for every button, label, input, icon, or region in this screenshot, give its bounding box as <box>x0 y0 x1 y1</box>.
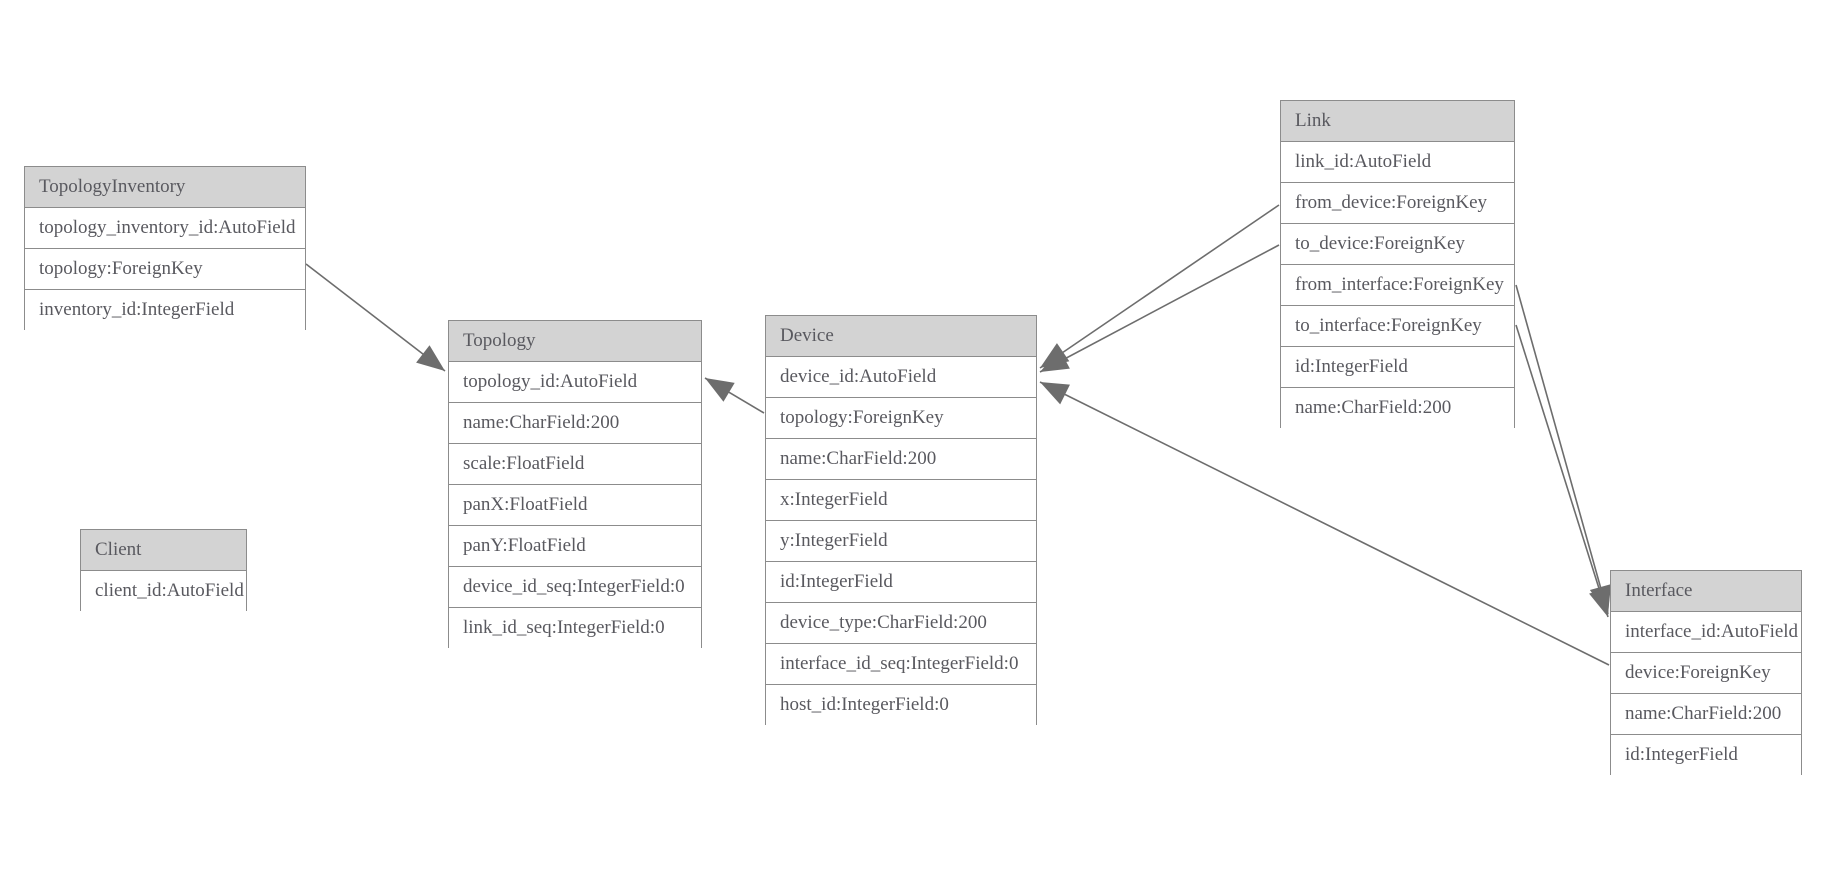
entity-field[interactable]: scale:FloatField <box>449 444 701 485</box>
relationship-arrowhead <box>1040 382 1070 405</box>
entity-field[interactable]: device_id_seq:IntegerField:0 <box>449 567 701 608</box>
relationship-arrowhead <box>1589 584 1612 614</box>
entity-field[interactable]: name:CharField:200 <box>449 403 701 444</box>
entity-field[interactable]: name:CharField:200 <box>766 439 1036 480</box>
entity-field[interactable]: topology_id:AutoField <box>449 362 701 403</box>
entity-title-device: Device <box>766 316 1036 357</box>
rel-device-topology <box>704 377 765 414</box>
relationship-arrowhead <box>1589 586 1611 617</box>
entity-field[interactable]: y:IntegerField <box>766 521 1036 562</box>
relationship-arrowhead <box>416 345 445 371</box>
relationship-line <box>704 377 765 414</box>
entity-title-topologyinventory: TopologyInventory <box>25 167 305 208</box>
entity-field[interactable]: device:ForeignKey <box>1611 653 1801 694</box>
entity-title-topology: Topology <box>449 321 701 362</box>
entity-field[interactable]: panY:FloatField <box>449 526 701 567</box>
entity-field[interactable]: id:IntegerField <box>1611 735 1801 776</box>
entity-field[interactable]: topology:ForeignKey <box>766 398 1036 439</box>
relationship-line <box>305 263 446 372</box>
entity-field[interactable]: device_type:CharField:200 <box>766 603 1036 644</box>
entity-title-link: Link <box>1281 101 1514 142</box>
entity-field[interactable]: id:IntegerField <box>766 562 1036 603</box>
rel-link-from-device <box>1039 204 1280 369</box>
entity-field[interactable]: panX:FloatField <box>449 485 701 526</box>
entity-field[interactable]: from_device:ForeignKey <box>1281 183 1514 224</box>
relationship-line <box>1039 204 1280 369</box>
entity-field[interactable]: link_id:AutoField <box>1281 142 1514 183</box>
entity-field[interactable]: from_interface:ForeignKey <box>1281 265 1514 306</box>
relationship-arrowhead <box>1040 349 1070 372</box>
entity-field[interactable]: topology_inventory_id:AutoField <box>25 208 305 249</box>
entity-field[interactable]: x:IntegerField <box>766 480 1036 521</box>
entity-field[interactable]: interface_id:AutoField <box>1611 612 1801 653</box>
entity-field[interactable]: link_id_seq:IntegerField:0 <box>449 608 701 649</box>
rel-link-from-interface <box>1515 284 1612 615</box>
relationship-line <box>1515 324 1609 618</box>
entity-field[interactable]: interface_id_seq:IntegerField:0 <box>766 644 1036 685</box>
entity-field[interactable]: to_device:ForeignKey <box>1281 224 1514 265</box>
entity-field[interactable]: inventory_id:IntegerField <box>25 290 305 331</box>
relationship-arrowhead <box>705 378 735 402</box>
entity-title-interface: Interface <box>1611 571 1801 612</box>
entity-field[interactable]: client_id:AutoField <box>81 571 246 612</box>
relationship-arrowhead <box>1040 343 1070 368</box>
entity-field[interactable]: topology:ForeignKey <box>25 249 305 290</box>
entity-field[interactable]: id:IntegerField <box>1281 347 1514 388</box>
entity-field[interactable]: device_id:AutoField <box>766 357 1036 398</box>
relationship-line <box>1515 284 1609 615</box>
entity-field[interactable]: name:CharField:200 <box>1611 694 1801 735</box>
relationship-line <box>1039 244 1280 373</box>
entity-field[interactable]: host_id:IntegerField:0 <box>766 685 1036 726</box>
rel-link-to-device <box>1039 244 1280 373</box>
entity-field[interactable]: name:CharField:200 <box>1281 388 1514 429</box>
rel-link-to-interface <box>1515 324 1611 618</box>
rel-topologyinventory-topology <box>305 263 446 372</box>
entity-field[interactable]: to_interface:ForeignKey <box>1281 306 1514 347</box>
entity-title-client: Client <box>81 530 246 571</box>
